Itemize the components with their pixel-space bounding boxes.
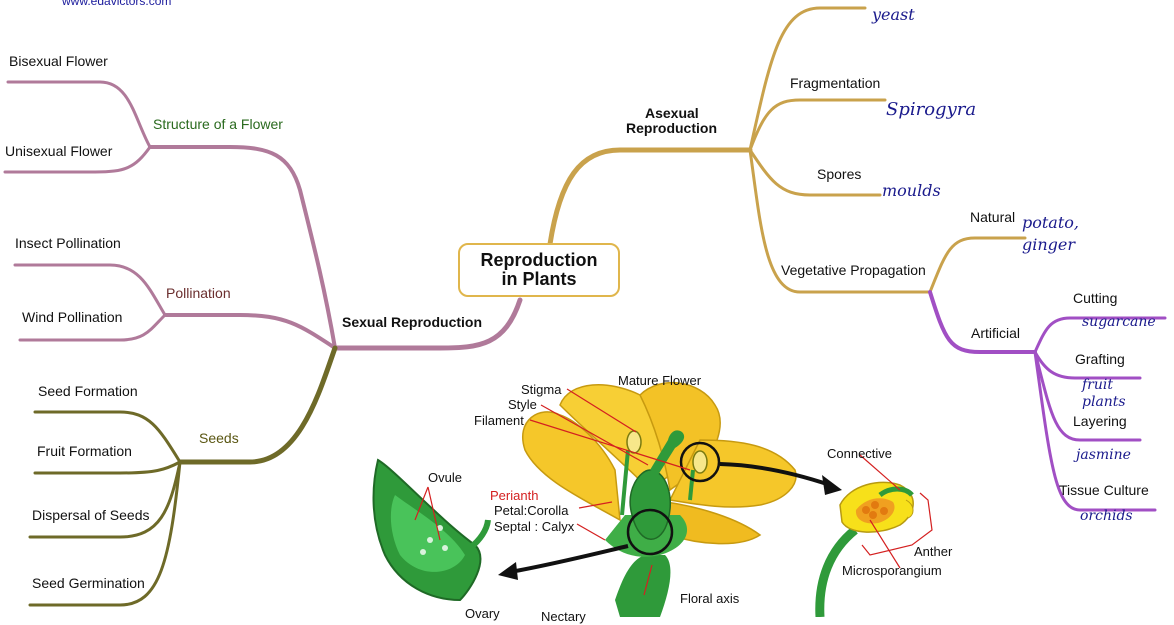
central-topic: Reproduction in Plants <box>458 243 620 297</box>
yeast-example: yeast <box>872 5 915 24</box>
branch-dispersal <box>28 460 182 539</box>
branch-tissue <box>1033 350 1157 512</box>
spores-label: Spores <box>817 166 862 182</box>
microsporangium-label: Microsporangium <box>842 563 942 578</box>
floral-axis-label: Floral axis <box>680 591 740 606</box>
branch-natural <box>928 236 1027 294</box>
seed-germination-label: Seed Germination <box>32 575 145 591</box>
cutting-label: Cutting <box>1073 290 1118 306</box>
style-label: Style <box>508 397 537 412</box>
jasmine-example: jasmine <box>1076 447 1131 463</box>
branch-seed-formation <box>33 410 182 464</box>
branch-sexual <box>332 297 523 351</box>
asexual-reproduction-label-line2: Reproduction <box>626 120 717 136</box>
plants-example: plants <box>1082 394 1126 410</box>
septal-calyx-label: Septal : Calyx <box>494 519 575 534</box>
dispersal-of-seeds-label: Dispersal of Seeds <box>32 507 150 523</box>
natural-label: Natural <box>970 209 1016 225</box>
fruit-formation-label: Fruit Formation <box>37 443 132 459</box>
layering-label: Layering <box>1073 413 1127 429</box>
seed-formation-label: Seed Formation <box>38 383 138 399</box>
branch-vegetative <box>748 148 932 294</box>
branch-pollination <box>163 313 337 350</box>
ovary-label: Ovary <box>465 606 500 621</box>
branch-seeds <box>177 345 338 465</box>
branch-unisexual <box>3 145 152 174</box>
branch-yeast <box>748 6 867 152</box>
branch-germination <box>28 460 182 607</box>
fruit-example: fruit <box>1082 377 1113 393</box>
insect-pollination-label: Insect Pollination <box>15 235 121 251</box>
branch-fragmentation <box>748 98 887 152</box>
fragmentation-label: Fragmentation <box>790 75 881 91</box>
zoom-circle-ovary <box>626 508 674 556</box>
sugarcane-example: sugarcane <box>1082 314 1156 330</box>
petal-corolla-label: Petal:Corolla <box>494 503 569 518</box>
zoom-circle-anther <box>679 441 721 483</box>
branch-artificial <box>928 290 1037 354</box>
branch-asexual <box>547 147 753 247</box>
ovary-enlarged-image <box>372 458 491 602</box>
filament-label: Filament <box>474 413 524 428</box>
wind-pollination-label: Wind Pollination <box>22 309 123 325</box>
anther-enlarged-image <box>815 481 933 617</box>
asexual-reproduction-label-line1: Asexual <box>645 105 699 121</box>
branch-bisexual <box>6 80 152 149</box>
moulds-example: moulds <box>882 181 941 200</box>
orchids-example: orchids <box>1080 508 1133 524</box>
branch-wind <box>18 313 167 342</box>
branch-grafting <box>1033 350 1142 380</box>
branch-spores <box>748 148 882 197</box>
anther-label: Anther <box>914 544 953 559</box>
mature-flower-label: Mature Flower <box>618 373 702 388</box>
branch-fruit-formation <box>33 460 182 475</box>
branch-cutting <box>1033 316 1167 354</box>
central-topic-line1: Reproduction <box>480 250 598 270</box>
ginger-example: ginger <box>1022 235 1076 254</box>
watermark-text: www.edavictors.com <box>62 0 172 8</box>
perianth-label: Perianth <box>490 488 539 503</box>
sexual-reproduction-label: Sexual Reproduction <box>342 314 483 330</box>
artificial-label: Artificial <box>971 325 1021 341</box>
potato-example: potato, <box>1022 213 1079 232</box>
bisexual-flower-label: Bisexual Flower <box>9 53 108 69</box>
tissue-culture-label: Tissue Culture <box>1059 482 1149 498</box>
grafting-label: Grafting <box>1075 351 1125 367</box>
branch-layering <box>1033 350 1142 442</box>
unisexual-flower-label: Unisexual Flower <box>5 143 113 159</box>
branch-insect <box>13 263 167 317</box>
connective-label: Connective <box>827 446 893 461</box>
pollination-label: Pollination <box>166 285 231 301</box>
nectary-label: Nectary <box>541 609 586 624</box>
ovule-label: Ovule <box>428 470 462 485</box>
structure-of-flower-label: Structure of a Flower <box>153 116 283 132</box>
stigma-label: Stigma <box>521 382 562 397</box>
branch-structure <box>148 145 337 350</box>
seeds-label: Seeds <box>199 430 239 446</box>
central-topic-line2: in Plants <box>501 269 577 289</box>
vegetative-propagation-label: Vegetative Propagation <box>781 262 926 278</box>
flower-illustration <box>372 381 933 617</box>
spirogyra-example: Spirogyra <box>886 99 977 120</box>
